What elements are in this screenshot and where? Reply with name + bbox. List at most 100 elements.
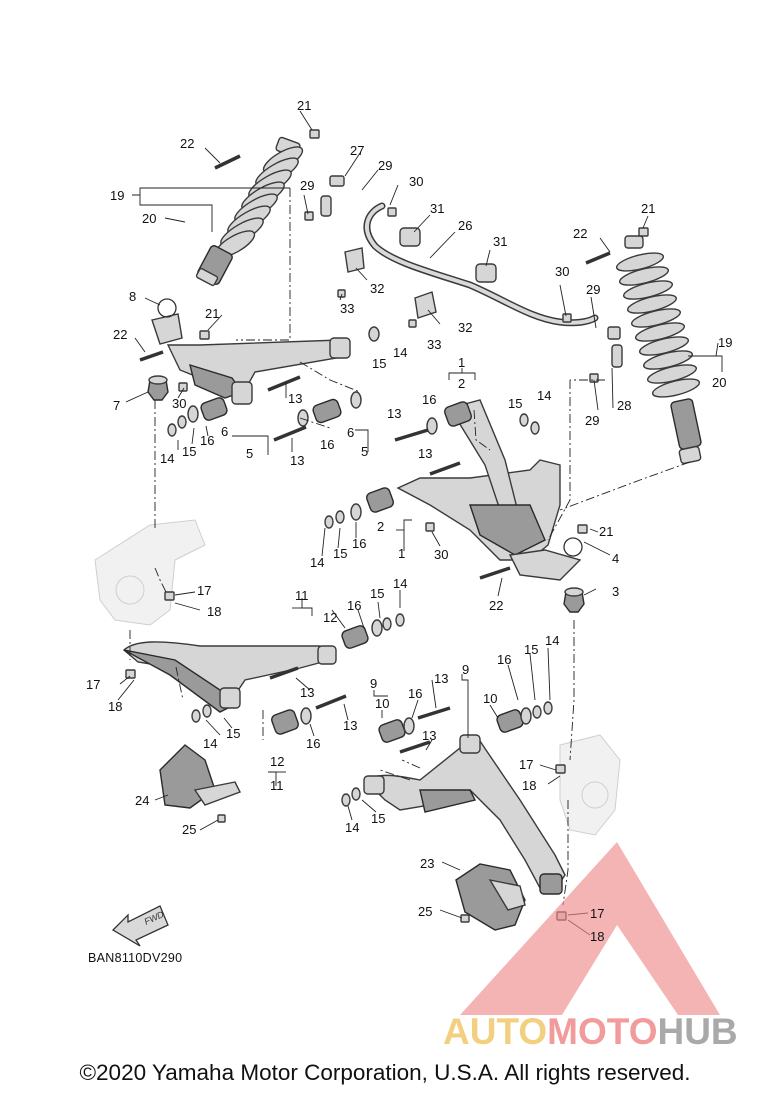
callout-21: 21	[297, 98, 311, 113]
callout-7: 7	[113, 398, 120, 413]
copyright-notice: ©2020 Yamaha Motor Corporation, U.S.A. A…	[79, 1060, 691, 1085]
callout-19: 19	[718, 335, 732, 350]
callout-11: 11	[295, 588, 309, 603]
callout-15: 15	[226, 726, 240, 741]
callout-30: 30	[555, 264, 569, 279]
callout-4: 4	[612, 551, 619, 566]
leader-lines	[117, 110, 723, 936]
callout-14: 14	[310, 555, 324, 570]
callout-16: 16	[347, 598, 361, 613]
watermark-logo: AUTOMOTOHUB	[443, 842, 738, 1052]
callout-14: 14	[345, 820, 359, 835]
callout-30: 30	[434, 547, 448, 562]
callout-13: 13	[434, 671, 448, 686]
callout-13: 13	[422, 728, 436, 743]
callout-16: 16	[422, 392, 436, 407]
right-lower-bushings	[341, 701, 553, 807]
left-upper-arm	[151, 313, 351, 405]
right-lower-arm	[363, 734, 566, 895]
callout-30: 30	[409, 174, 423, 189]
callout-14: 14	[203, 736, 217, 751]
callout-15: 15	[333, 546, 347, 561]
callout-17: 17	[590, 906, 604, 921]
callout-27: 27	[350, 143, 364, 158]
callout-16: 16	[200, 433, 214, 448]
right-shock-spring	[615, 252, 701, 398]
callout-9: 9	[370, 676, 377, 691]
callout-22: 22	[573, 226, 587, 241]
callout-21: 21	[599, 524, 613, 539]
callout-22: 22	[113, 327, 127, 342]
callout-14: 14	[537, 388, 551, 403]
callout-18: 18	[522, 778, 536, 793]
callout-15: 15	[508, 396, 522, 411]
snap-ring-left	[157, 298, 177, 318]
callout-8: 8	[129, 289, 136, 304]
callout-31: 31	[430, 201, 444, 216]
callout-15: 15	[370, 586, 384, 601]
callout-15: 15	[524, 642, 538, 657]
right-knuckle-ghost	[559, 734, 621, 836]
callout-21: 21	[205, 306, 219, 321]
callout-5: 5	[361, 444, 368, 459]
callout-22: 22	[180, 136, 194, 151]
callout-12: 12	[323, 610, 337, 625]
assembly-lines	[129, 188, 691, 906]
callout-33: 33	[340, 301, 354, 316]
callout-29: 29	[378, 158, 392, 173]
callout-13: 13	[300, 685, 314, 700]
callout-26: 26	[458, 218, 472, 233]
callout-29: 29	[585, 413, 599, 428]
callout-16: 16	[408, 686, 422, 701]
callout-15: 15	[182, 444, 196, 459]
stabilizer-bar	[320, 175, 623, 368]
callout-13: 13	[387, 406, 401, 421]
callout-18: 18	[590, 929, 604, 944]
callout-15: 15	[372, 356, 386, 371]
callout-16: 16	[352, 536, 366, 551]
callout-20: 20	[142, 211, 156, 226]
callout-21: 21	[641, 201, 655, 216]
left-shock-spring	[214, 146, 304, 258]
callout-20: 20	[712, 375, 726, 390]
callout-14: 14	[160, 451, 174, 466]
callout-2: 2	[458, 376, 465, 391]
watermark-text: AUTOMOTOHUB	[443, 1011, 738, 1052]
left-knuckle-ghost	[94, 519, 206, 626]
callout-25: 25	[182, 822, 196, 837]
callout-32: 32	[370, 281, 384, 296]
callout-10: 10	[483, 691, 497, 706]
callout-25: 25	[418, 904, 432, 919]
callout-13: 13	[288, 391, 302, 406]
callout-33: 33	[427, 337, 441, 352]
left-lower-bushings	[191, 613, 405, 735]
callout-10: 10	[375, 696, 389, 711]
callout-5: 5	[246, 446, 253, 461]
callout-6: 6	[221, 424, 228, 439]
callout-12: 12	[270, 754, 284, 769]
callout-labels: 21 21 21 21 22 22 22 22 19 20 19 20 27 2…	[86, 98, 732, 944]
callout-1: 1	[398, 546, 405, 561]
callout-11: 11	[270, 778, 284, 793]
callout-14: 14	[393, 345, 407, 360]
callout-16: 16	[320, 437, 334, 452]
callout-29: 29	[586, 282, 600, 297]
callout-31: 31	[493, 234, 507, 249]
ball-joint-left	[147, 375, 169, 401]
callout-22: 22	[489, 598, 503, 613]
callout-17: 17	[86, 677, 100, 692]
diagram-code: BAN8110DV290	[88, 951, 182, 965]
callout-1: 1	[458, 355, 465, 370]
callout-3: 3	[612, 584, 619, 599]
callout-16: 16	[497, 652, 511, 667]
callout-17: 17	[519, 757, 533, 772]
callout-13: 13	[290, 453, 304, 468]
left-arm-guard	[159, 744, 241, 809]
right-arm-guard	[455, 863, 526, 931]
callout-30: 30	[172, 396, 186, 411]
callout-17: 17	[197, 583, 211, 598]
right-upper-arm	[396, 399, 582, 581]
callout-13: 13	[418, 446, 432, 461]
forward-arrow-icon: FWD	[111, 905, 169, 947]
